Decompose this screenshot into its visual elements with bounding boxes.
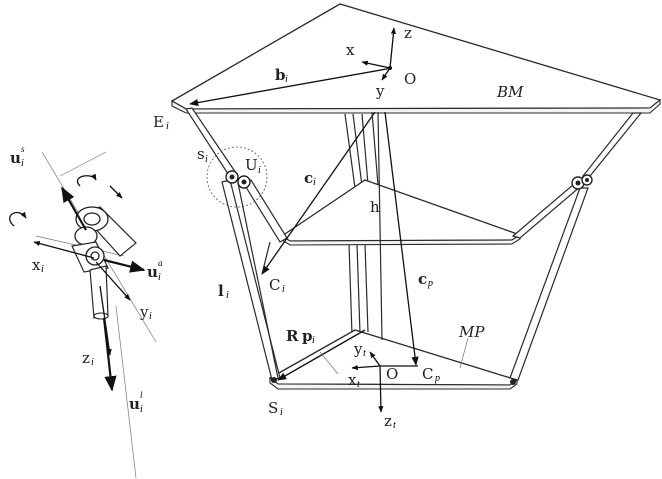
label-p-sub: i [312, 335, 315, 346]
label-u-joint-sub: i [258, 165, 261, 176]
label-l-sub: i [226, 290, 229, 301]
label-u-joint: U [245, 156, 258, 174]
leg-right-upper [581, 112, 643, 177]
label-origin-mp: O [386, 365, 398, 383]
vector-rp [277, 329, 366, 381]
label-ci: C [269, 276, 280, 294]
label-h: h [370, 198, 380, 216]
leg-right-outer [509, 187, 589, 381]
label-s-joint: s [197, 145, 205, 163]
label-ul-sub: i [140, 404, 143, 415]
label-y-base: y [375, 82, 385, 100]
label-e-sub: i [166, 121, 169, 132]
label-us-sub: i [21, 158, 24, 169]
label-cp-point: C [422, 365, 433, 383]
label-zi-sub: i [91, 357, 94, 368]
label-zi: z [82, 349, 90, 367]
label-ua-sub: i [158, 272, 161, 283]
label-yi: y [139, 303, 149, 321]
label-zt-sub: t [393, 420, 396, 431]
label-p: p [302, 327, 313, 345]
label-z-base: z [404, 24, 412, 42]
label-yt: y [353, 340, 363, 358]
label-ul-sup: l [140, 390, 143, 400]
label-bm: BM [496, 83, 524, 101]
label-xi-sub: i [41, 264, 44, 275]
label-xt: x [348, 371, 357, 389]
label-si: S [268, 399, 278, 417]
central-column [344, 113, 369, 336]
label-si-sub: i [280, 407, 283, 418]
joint-detail [9, 151, 157, 479]
label-ci-sub: i [282, 284, 285, 295]
vector-l [237, 182, 279, 379]
base-frame-axes [361, 27, 397, 81]
label-b: b [275, 66, 286, 84]
label-cp-sub: p [427, 278, 433, 289]
label-ua-sup: a [158, 258, 163, 268]
label-xi: x [32, 256, 41, 274]
joint-bottom-right [510, 379, 516, 385]
label-c-sub: i [313, 177, 316, 188]
vector-c [261, 111, 376, 275]
label-mp: MP [458, 323, 485, 341]
mp-leader [459, 337, 469, 369]
rp-leader [319, 351, 339, 375]
label-c: c [304, 169, 313, 187]
label-yt-sub: t [363, 348, 366, 359]
label-r: R [286, 327, 299, 345]
label-x-base: x [346, 41, 355, 59]
leg-left-inner [243, 179, 288, 243]
middle-plate [280, 179, 522, 246]
label-origin-base: O [404, 70, 416, 88]
vector-ci-point [261, 241, 271, 275]
label-ua: u [147, 263, 158, 281]
vector-cp [384, 111, 419, 366]
label-e: E [153, 113, 164, 131]
joint-right [571, 174, 593, 190]
joint-bottom-left [271, 377, 277, 383]
label-zt: z [384, 412, 392, 430]
vector-h [371, 111, 383, 341]
leg-left-upper [184, 107, 239, 181]
base-plate [170, 3, 662, 114]
joint-left [206, 146, 268, 208]
label-us: u [10, 149, 21, 167]
label-yi-sub: i [149, 311, 152, 322]
label-l: l [218, 282, 224, 300]
label-cp-point-sub: p [434, 373, 440, 384]
label-xt-sub: t [357, 379, 360, 390]
label-ul: u [129, 395, 140, 413]
platform-frame-axes [351, 351, 418, 413]
label-us-sup: s [21, 144, 25, 154]
vector-b [189, 67, 393, 107]
label-s-joint-sub: i [205, 154, 208, 165]
label-b-sub: i [285, 74, 288, 85]
label-cp: c [418, 270, 427, 288]
